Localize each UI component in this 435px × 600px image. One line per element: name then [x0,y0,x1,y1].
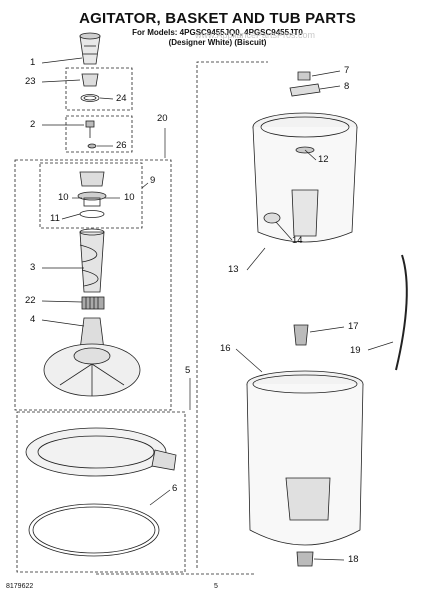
colors-line: (Designer White) (Biscuit) [168,38,267,47]
group-box-5 [16,411,186,573]
callout-17: 17 [348,321,359,332]
callout-11: 11 [50,213,60,224]
diagram-title: AGITATOR, BASKET AND TUB PARTS [79,10,356,27]
hose-part [395,254,408,371]
callout-16: 16 [220,343,231,354]
callout-4: 4 [30,314,36,325]
callout-26: 26 [116,140,127,151]
tub-part [246,370,364,546]
callout-12: 12 [318,154,329,165]
seal-part [296,551,314,567]
group-boxes [14,61,268,575]
callout-19: 19 [350,345,361,356]
callout-9: 9 [150,175,156,186]
leader-lines [41,57,394,561]
agitator-dog-part [77,171,107,218]
callout-1: 1 [30,57,36,68]
callout-5: 5 [185,365,191,376]
callout-13: 13 [228,264,239,275]
agitator-cap-part [79,32,101,65]
cap-adapter-part [80,73,100,102]
footer-part-number: 8179622 [6,583,34,590]
callout-8: 8 [344,81,350,92]
watermark: www.AppliancePartsPros.com [195,30,316,40]
models-line: For Models: 4PGSC9455JQ0, 4PGSC9455JT0 [132,28,303,37]
callout-10-right: 10 [124,192,135,203]
balance-ring-part [25,427,177,557]
group-box-20 [14,159,172,411]
callout-3: 3 [30,262,36,273]
nut-part [289,71,321,97]
connector-line-top [196,61,268,568]
callout-7: 7 [344,65,350,76]
callout-20: 20 [157,113,168,124]
bushing-part [293,324,309,346]
clutch-part [81,296,105,310]
callout-23: 23 [25,76,36,87]
group-box-23 [65,67,133,111]
callout-6: 6 [172,483,178,494]
agitator-auger-part [79,228,105,293]
agitator-base-part [43,317,141,397]
footer-page-number: 5 [214,583,218,590]
callout-24: 24 [116,93,127,104]
callout-2: 2 [30,119,36,130]
group-box-9 [39,162,143,229]
callout-18: 18 [348,554,359,565]
callout-14: 14 [292,235,303,246]
callout-10-left: 10 [58,192,69,203]
basket-part [252,112,358,243]
bolt-part [85,120,97,149]
group-box-2 [65,115,133,153]
callout-22: 22 [25,295,36,306]
